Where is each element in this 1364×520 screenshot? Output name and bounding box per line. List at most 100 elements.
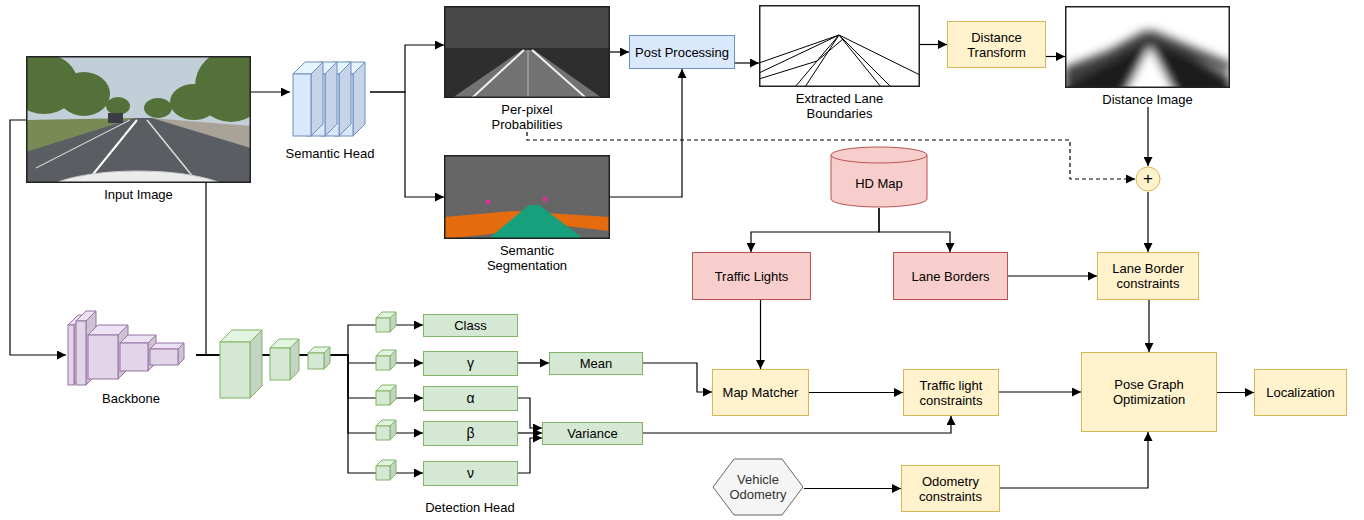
layer-block	[390, 385, 396, 405]
circle-outline	[1136, 167, 1160, 191]
distance-field	[1065, 34, 1230, 88]
layer-block	[120, 343, 148, 371]
image-border	[27, 57, 251, 183]
connector	[920, 44, 947, 45]
connector	[518, 438, 542, 473]
connector	[760, 300, 761, 369]
layer-block	[150, 349, 178, 365]
tree	[26, 56, 78, 114]
distance-line	[1149, 34, 1230, 68]
layer-block	[335, 62, 365, 74]
connector	[809, 392, 903, 393]
node-label: Lane Borders	[911, 269, 989, 284]
image-border	[445, 7, 610, 98]
layer-block	[220, 342, 250, 398]
sum-circle: +	[1135, 166, 1161, 192]
node-label: Lane Border constraints	[1101, 261, 1195, 291]
layer-block	[353, 62, 365, 136]
connector	[1147, 192, 1148, 252]
input-hexagon: Vehicle Odometry	[712, 458, 804, 516]
layer-block	[376, 466, 390, 480]
process-box: Map Matcher	[712, 369, 809, 416]
image-panel: Extracted Lane Boundaries	[759, 5, 920, 121]
node-label: γ	[467, 355, 474, 372]
layer-block	[76, 311, 96, 321]
lane-mark	[36, 120, 130, 168]
background	[444, 155, 610, 239]
picture	[26, 56, 251, 183]
layer-block	[307, 74, 325, 136]
node-label: Pose Graph Optimization	[1085, 377, 1213, 407]
layer-stack: Semantic Head	[290, 54, 370, 161]
node-label: Post Processing	[635, 45, 729, 60]
caption: Extracted Lane Boundaries	[782, 91, 897, 121]
background	[759, 5, 920, 87]
sky	[26, 56, 251, 183]
layer-block	[270, 348, 290, 380]
lane-boundary	[759, 39, 843, 79]
layer-block	[148, 335, 156, 371]
node-label: Variance	[567, 426, 617, 441]
output-box: ν	[423, 461, 518, 486]
node-label: Localization	[1266, 385, 1335, 400]
connector	[879, 208, 950, 252]
node-label: Traffic light constraints	[907, 378, 995, 408]
layer-block	[88, 335, 118, 379]
layer-block	[325, 62, 337, 136]
node-label: α	[466, 390, 474, 407]
distance-blur	[1065, 34, 1230, 88]
output-box: α	[423, 386, 518, 411]
connector	[610, 51, 629, 52]
image-panel: Distance Image	[1065, 6, 1230, 107]
layer-block	[321, 74, 339, 136]
hood	[40, 171, 236, 183]
sidewalk	[151, 118, 251, 148]
layer-block	[324, 347, 330, 369]
layer-block	[68, 315, 84, 325]
map-box: Lane Borders	[893, 252, 1008, 300]
distance-line	[1065, 34, 1149, 80]
layer-block	[178, 343, 184, 365]
output-box: Variance	[542, 422, 643, 445]
light-class	[486, 200, 491, 205]
layer-block	[88, 325, 128, 335]
layer-block	[390, 350, 396, 370]
node-label: Distance Transform	[951, 30, 1042, 60]
lane-boundary	[839, 35, 920, 75]
connector	[1217, 392, 1254, 393]
lane-prob	[528, 50, 529, 98]
layer-block	[376, 356, 390, 370]
background	[444, 6, 610, 98]
picture	[444, 6, 610, 98]
image-panel: Per-pixel Probabilities	[444, 6, 610, 132]
layer-block	[321, 62, 351, 74]
picture	[290, 54, 370, 142]
layer-block	[376, 391, 390, 405]
process-box: Traffic light constraints	[903, 369, 999, 416]
process-box: Distance Transform	[947, 21, 1046, 68]
caption: Semantic Segmentation	[477, 243, 577, 273]
connector	[518, 432, 542, 433]
lane-boundary	[759, 35, 839, 63]
caption: Input Image	[79, 187, 199, 202]
road	[26, 118, 251, 183]
lane-boundary	[759, 35, 839, 73]
layer-block	[376, 426, 390, 440]
cylinder-outline	[831, 147, 927, 207]
caption: Backbone	[81, 391, 181, 406]
sky-band	[444, 6, 610, 48]
connector	[196, 92, 290, 355]
layer-stack: Backbone	[66, 305, 196, 406]
section-label: Detection Head	[410, 500, 530, 515]
layer-block	[293, 74, 311, 136]
distance-dark	[1065, 34, 1230, 88]
lane-boundary	[795, 35, 839, 87]
lane-boundary	[805, 35, 839, 87]
layer-block	[376, 318, 390, 332]
connector	[643, 363, 712, 392]
grass	[26, 118, 134, 154]
process-box: Odometry constraints	[901, 465, 1000, 512]
node-label: β	[466, 425, 474, 442]
